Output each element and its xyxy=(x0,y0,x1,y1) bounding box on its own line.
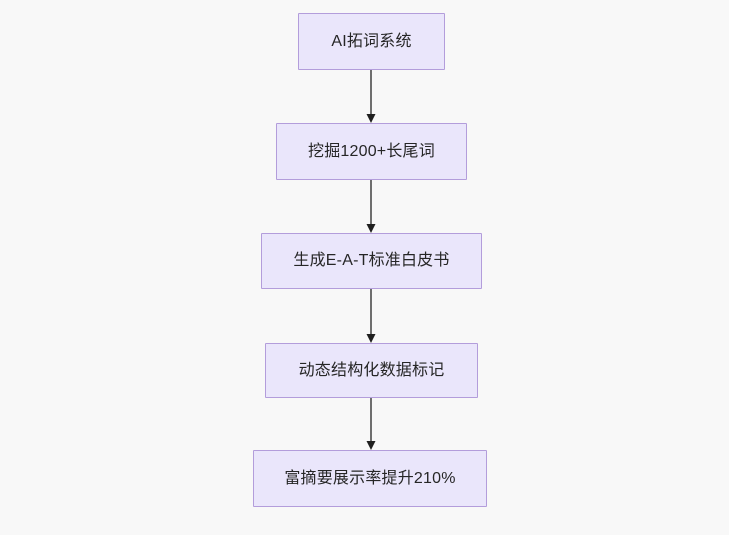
flowchart-node-n3[interactable]: 生成E-A-T标准白皮书 xyxy=(261,233,482,289)
flowchart-node-label: 富摘要展示率提升210% xyxy=(284,469,456,487)
edge-n3-to-n4 xyxy=(366,289,376,343)
edge-n1-to-n2 xyxy=(366,70,376,123)
flowchart-node-n4[interactable]: 动态结构化数据标记 xyxy=(265,343,478,398)
arrowhead-icon xyxy=(366,334,376,343)
flowchart-node-n2[interactable]: 挖掘1200+长尾词 xyxy=(276,123,467,180)
flowchart-node-label: 动态结构化数据标记 xyxy=(298,361,445,379)
arrowhead-icon xyxy=(366,114,376,123)
flowchart-node-label: 挖掘1200+长尾词 xyxy=(308,142,435,160)
arrowhead-icon xyxy=(366,224,376,233)
flowchart-node-label: AI拓词系统 xyxy=(331,32,412,50)
edge-n2-to-n3 xyxy=(366,180,376,233)
flowchart-node-label: 生成E-A-T标准白皮书 xyxy=(293,252,450,270)
flowchart-node-n1[interactable]: AI拓词系统 xyxy=(298,13,445,70)
edge-n4-to-n5 xyxy=(366,398,376,450)
flowchart-node-n5[interactable]: 富摘要展示率提升210% xyxy=(253,450,487,507)
arrowhead-icon xyxy=(366,441,376,450)
